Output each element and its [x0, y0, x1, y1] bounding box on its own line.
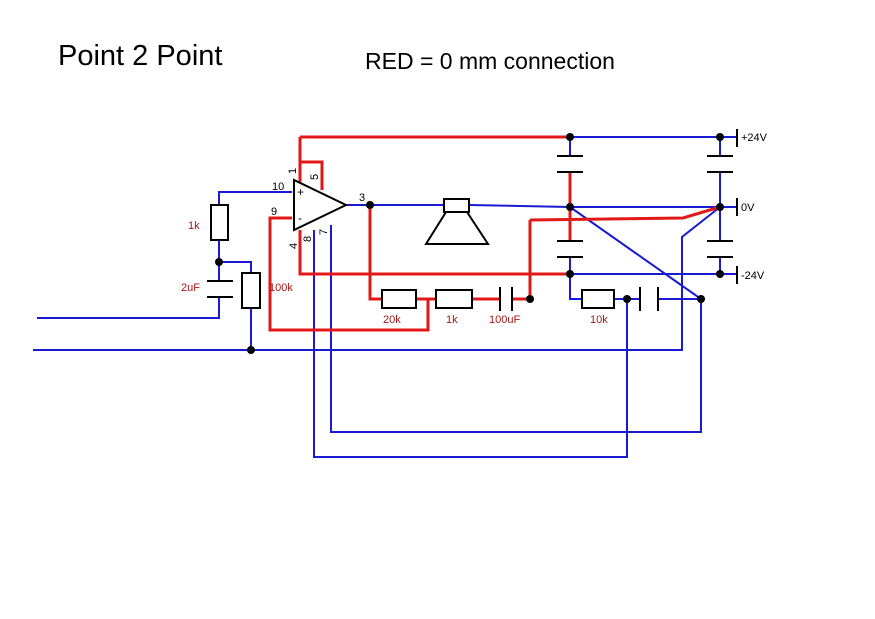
wire-pin8 [313, 230, 628, 458]
junction-dot [716, 270, 724, 278]
junction-dot [716, 133, 724, 141]
pin-label-7: 7 [318, 229, 330, 235]
red-pin5 [300, 160, 324, 190]
pin-label-10: 10 [272, 181, 284, 193]
pin-label-5: 5 [309, 174, 321, 180]
capacitor-left-lower [557, 240, 583, 258]
junction-dot [697, 295, 705, 303]
wire-diagonal [569, 206, 702, 300]
blue-wires [33, 136, 737, 458]
resistor-20k [381, 289, 417, 309]
junction-dot [215, 258, 223, 266]
label-r-10k: 10k [590, 314, 608, 326]
pin-label-9: 9 [271, 206, 277, 218]
opamp-plus-sign: + [297, 185, 304, 199]
red-wires [268, 135, 721, 332]
legend-note: RED = 0 mm connection [365, 48, 615, 74]
resistor-1k-input [210, 204, 229, 241]
speaker-magnet [443, 198, 470, 213]
pin-label-8: 8 [302, 236, 314, 242]
wire-neg-to-10k [569, 274, 582, 300]
label-r-1k-series: 1k [446, 314, 458, 326]
red-zero-link [529, 205, 721, 222]
resistor-1k-series [435, 289, 473, 309]
junction-dot [716, 203, 724, 211]
label-r-100k: 100k [269, 282, 293, 294]
junction-dot [566, 270, 574, 278]
component-labels: 1k 2uF 100k 20k 1k 100uF 10k [181, 220, 608, 326]
red-neg-rail [298, 230, 570, 276]
opamp-minus-sign: - [298, 211, 302, 225]
label-neg-24v: -24V [741, 270, 765, 282]
capacitor-left-upper [557, 155, 583, 173]
junction-dot [366, 201, 374, 209]
junction-dot [526, 295, 534, 303]
components [210, 178, 615, 309]
resistor-10k [581, 289, 615, 309]
resistor-100k [241, 272, 261, 309]
junction-dot [566, 133, 574, 141]
speaker-cone [424, 211, 490, 245]
wire-speaker-to-zero [468, 204, 571, 208]
pin-label-4: 4 [288, 243, 300, 249]
label-pos-24v: +24V [741, 132, 768, 144]
label-r-1k-input: 1k [188, 220, 200, 232]
pin-label-3: 3 [359, 192, 365, 204]
wire-plus-input [218, 191, 292, 205]
opamp-triangle [293, 178, 349, 232]
wire-ground-bus [33, 206, 721, 351]
pin-label-1: 1 [287, 168, 299, 174]
wire-2uF-to-input [37, 297, 220, 319]
capacitor-100uF [499, 287, 513, 311]
pin-labels: 10 9 3 1 5 4 8 7 + - [271, 168, 365, 249]
rail-labels: +24V 0V -24V [741, 132, 768, 282]
label-c-2uF: 2uF [181, 282, 200, 294]
capacitor-output [639, 287, 659, 311]
capacitor-2uF [207, 280, 233, 298]
label-r-20k: 20k [383, 314, 401, 326]
junctions [215, 133, 724, 354]
capacitor-right-upper [707, 155, 733, 173]
page-title: Point 2 Point [58, 40, 223, 72]
junction-dot [623, 295, 631, 303]
wire-node-to-100k [219, 261, 252, 273]
label-c-100uF: 100uF [489, 314, 520, 326]
junction-dot [566, 203, 574, 211]
red-out-down [368, 205, 382, 301]
capacitor-right-lower [707, 240, 733, 258]
label-zero-v: 0V [741, 202, 755, 214]
red-feedback [268, 216, 430, 332]
capacitors [207, 129, 738, 311]
junction-dot [247, 346, 255, 354]
